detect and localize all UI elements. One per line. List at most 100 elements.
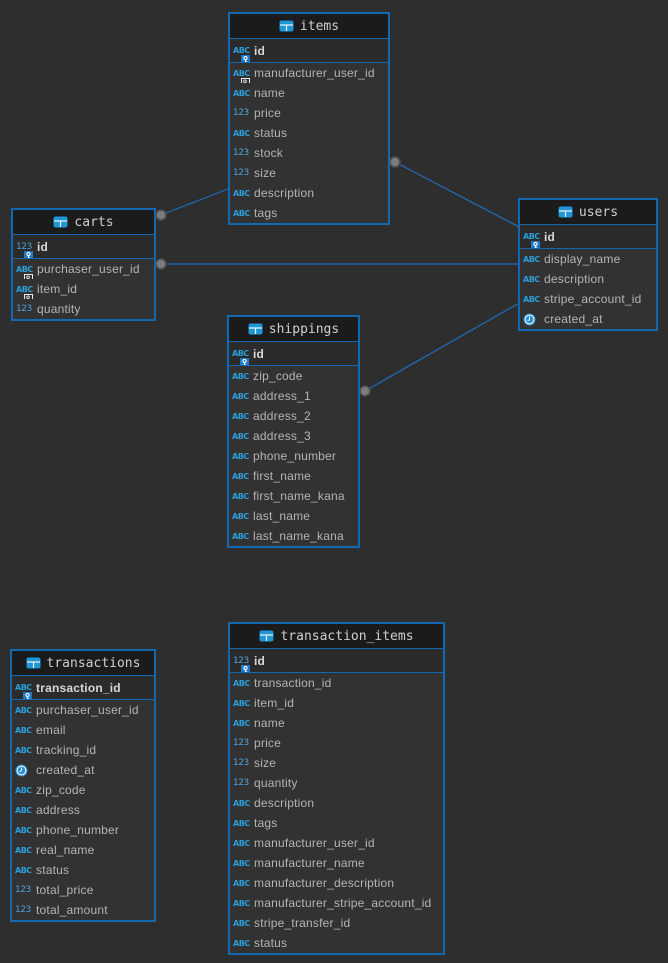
type-icon-label: ABC — [233, 678, 250, 688]
table-header[interactable]: carts — [13, 210, 154, 235]
column-row-users-created_at[interactable]: created_at — [520, 309, 656, 329]
table-header[interactable]: users — [520, 200, 656, 225]
text-type-icon: ABC — [233, 677, 250, 690]
relation-line-items-users[interactable] — [394, 161, 522, 229]
table-header[interactable]: shippings — [229, 317, 358, 342]
primary-key-icon — [241, 51, 250, 62]
column-name: address_3 — [253, 429, 311, 443]
relation-endpoint-shippings[interactable] — [359, 385, 371, 397]
number-type-icon: 123 — [233, 757, 250, 770]
column-name: purchaser_user_id — [36, 703, 139, 717]
number-type-icon: 123 — [233, 167, 250, 180]
column-name: size — [254, 756, 277, 770]
type-icon-label: 123 — [233, 655, 249, 666]
relation-endpoint-carts[interactable] — [155, 209, 167, 221]
type-icon-label: ABC — [233, 128, 250, 138]
relation-endpoint-items[interactable] — [389, 156, 401, 168]
type-icon-label: ABC — [15, 865, 32, 875]
type-icon-label: 123 — [233, 778, 249, 788]
relation-line-carts-items[interactable] — [160, 186, 234, 216]
foreign-key-icon — [24, 270, 33, 279]
type-icon-label: ABC — [233, 46, 250, 55]
column-row-transactions-created_at[interactable]: created_at — [12, 760, 154, 780]
number-type-icon: 123 — [16, 303, 33, 316]
column-name: address_2 — [253, 409, 311, 423]
text-type-icon: ABC — [233, 207, 250, 220]
column-name: description — [544, 272, 605, 286]
relation-endpoint-carts[interactable] — [155, 258, 167, 270]
type-icon-label: 123 — [16, 241, 32, 252]
number-type-icon: 123 — [233, 777, 250, 790]
column-name: created_at — [36, 763, 95, 777]
text-type-icon: ABC — [233, 44, 250, 62]
relation-line-shippings-users[interactable] — [364, 301, 522, 392]
number-type-icon: 123 — [16, 240, 33, 258]
column-name: display_name — [544, 252, 621, 266]
table-header[interactable]: transaction_items — [230, 624, 443, 649]
table-header[interactable]: items — [230, 14, 388, 39]
column-row-transaction_items-size[interactable]: 123 size — [230, 753, 443, 773]
table-header[interactable]: transactions — [12, 651, 154, 676]
